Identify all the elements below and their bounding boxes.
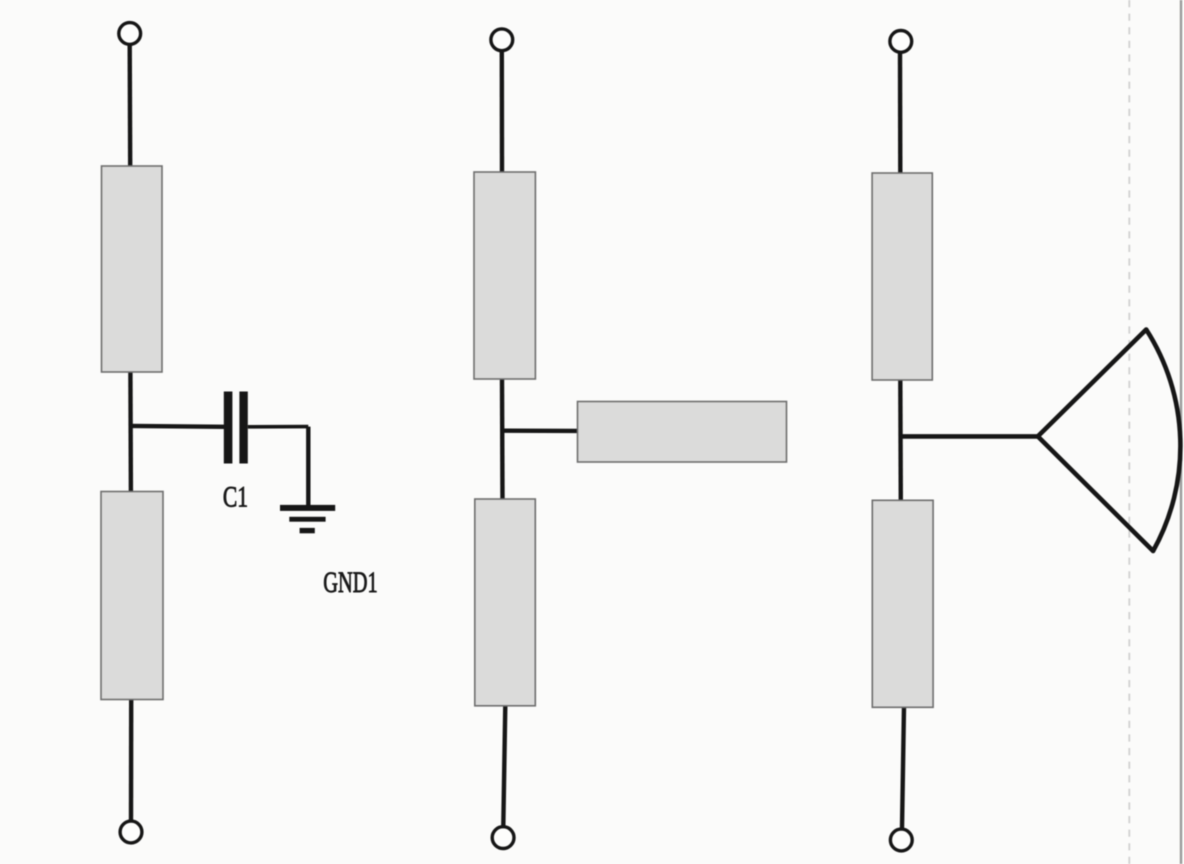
- svg-text:GND1: GND1: [323, 565, 377, 599]
- svg-text:C1: C1: [223, 480, 248, 513]
